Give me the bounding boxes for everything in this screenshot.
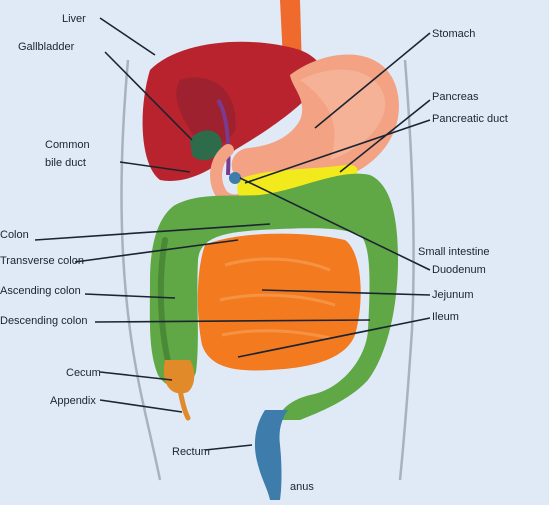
label-cecum: Cecum: [66, 367, 101, 379]
small-intestine: [198, 234, 361, 371]
label-colon: Colon: [0, 229, 29, 241]
rectum: [255, 410, 288, 500]
label-small-intestine: Small intestine: [418, 246, 490, 258]
appendix: [180, 390, 188, 418]
label-liver: Liver: [62, 13, 86, 25]
label-common-bile-duct-line1: Common: [45, 139, 90, 151]
label-duodenum: Duodenum: [432, 264, 486, 276]
label-descending-colon: Descending colon: [0, 315, 87, 327]
label-pancreas: Pancreas: [432, 91, 479, 103]
label-stomach: Stomach: [432, 28, 475, 40]
label-ileum: Ileum: [432, 311, 459, 323]
label-rectum: Rectum: [172, 446, 210, 458]
label-common-bile-duct-line2: bile duct: [45, 157, 86, 169]
label-ascending-colon: Ascending colon: [0, 285, 81, 297]
duodenal-papilla: [229, 172, 241, 184]
label-appendix: Appendix: [50, 395, 96, 407]
label-pancreatic-duct: Pancreatic duct: [432, 113, 508, 125]
label-gallbladder: Gallbladder: [18, 41, 75, 53]
label-anus: anus: [290, 481, 314, 493]
label-jejunum: Jejunum: [432, 289, 474, 301]
label-transverse-colon: Transverse colon: [0, 255, 84, 267]
